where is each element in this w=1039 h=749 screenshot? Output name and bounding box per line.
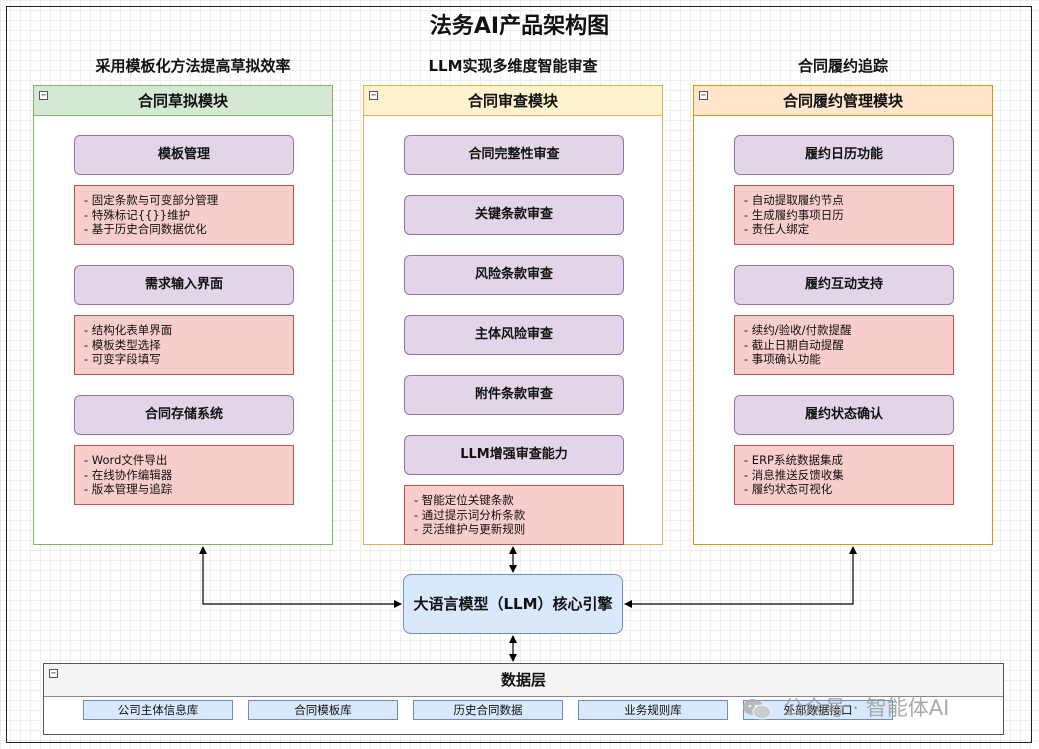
detail-line: - 事项确认功能 — [744, 352, 821, 366]
attachment-review-box[interactable]: 附件条款审查 — [404, 375, 624, 415]
contract-template-db[interactable]: 合同模板库 — [248, 700, 398, 720]
performance-calendar-details[interactable]: - 自动提取履约节点 - 生成履约事项日历 - 责任人绑定 — [734, 185, 954, 245]
key-clause-review-box[interactable]: 关键条款审查 — [404, 195, 624, 235]
detail-line: - 特殊标记{{}}维护 — [84, 207, 191, 222]
draft-module-title: 合同草拟模块 — [137, 92, 228, 110]
draft-module[interactable]: − 合同草拟模块 模板管理 - 固定条款与可变部分管理 - 特殊标记{{}}维护… — [33, 85, 333, 545]
review-module[interactable]: − 合同审查模块 合同完整性审查 关键条款审查 风险条款审查 主体风险审查 附件… — [363, 85, 663, 545]
party-risk-review-box[interactable]: 主体风险审查 — [404, 315, 624, 355]
collapse-icon[interactable]: − — [369, 91, 378, 100]
detail-line: - Word文件导出 — [84, 453, 168, 467]
requirement-input-details[interactable]: - 结构化表单界面 - 模板类型选择 - 可变字段填写 — [74, 315, 294, 375]
template-management-box[interactable]: 模板管理 — [74, 135, 294, 175]
performance-calendar-box[interactable]: 履约日历功能 — [734, 135, 954, 175]
detail-line: - 续约/验收/付款提醒 — [744, 323, 852, 337]
llm-enhanced-details[interactable]: - 智能定位关键条款 - 通过提示词分析条款 - 灵活维护与更新规则 — [404, 485, 624, 545]
data-layer-header[interactable]: − 数据层 — [44, 664, 1003, 697]
detail-line: - 通过提示词分析条款 — [414, 507, 526, 522]
draft-subtitle: 采用模板化方法提高草拟效率 — [95, 57, 291, 75]
detail-line: - 可变字段填写 — [84, 352, 161, 366]
company-entity-db[interactable]: 公司主体信息库 — [83, 700, 233, 720]
template-management-details[interactable]: - 固定条款与可变部分管理 - 特殊标记{{}}维护 - 基于历史合同数据优化 — [74, 185, 294, 245]
llm-core-engine[interactable]: 大语言模型（LLM）核心引擎 — [403, 574, 623, 634]
detail-line: - 版本管理与追踪 — [84, 482, 173, 496]
requirement-input-box[interactable]: 需求输入界面 — [74, 265, 294, 305]
watermark-text: 公众号 · 智能体AI — [782, 696, 950, 720]
detail-line: - 自动提取履约节点 — [744, 193, 844, 207]
detail-line: - 智能定位关键条款 — [414, 493, 514, 507]
business-rules-db[interactable]: 业务规则库 — [578, 700, 728, 720]
performance-module[interactable]: − 合同履约管理模块 履约日历功能 - 自动提取履约节点 - 生成履约事项日历 … — [693, 85, 993, 545]
detail-line: - 责任人绑定 — [744, 222, 810, 236]
detail-line: - ERP系统数据集成 — [744, 453, 843, 467]
data-layer[interactable]: − 数据层 — [43, 663, 1004, 735]
review-subtitle: LLM实现多维度智能审查 — [428, 57, 598, 75]
detail-line: - 结构化表单界面 — [84, 323, 173, 337]
detail-line: - 在线协作编辑器 — [84, 467, 173, 482]
detail-line: - 固定条款与可变部分管理 — [84, 193, 219, 207]
draft-module-header[interactable]: − 合同草拟模块 — [34, 86, 332, 116]
detail-line: - 基于历史合同数据优化 — [84, 222, 207, 236]
wechat-icon — [743, 699, 772, 720]
contract-storage-box[interactable]: 合同存储系统 — [74, 395, 294, 435]
diagram-frame — [6, 6, 1032, 743]
completeness-review-box[interactable]: 合同完整性审查 — [404, 135, 624, 175]
watermark: 公众号 · 智能体AI — [742, 692, 949, 722]
detail-line: - 灵活维护与更新规则 — [414, 522, 526, 536]
diagram-title: 法务AI产品架构图 — [429, 14, 610, 39]
performance-status-details[interactable]: - ERP系统数据集成 - 消息推送反馈收集 - 履约状态可视化 — [734, 445, 954, 505]
risk-clause-review-box[interactable]: 风险条款审查 — [404, 255, 624, 295]
llm-enhanced-review-box[interactable]: LLM增强审查能力 — [404, 435, 624, 475]
performance-module-header[interactable]: − 合同履约管理模块 — [694, 86, 992, 116]
historical-contract-db[interactable]: 历史合同数据 — [413, 700, 563, 720]
detail-line: - 生成履约事项日历 — [744, 207, 844, 222]
detail-line: - 截止日期自动提醒 — [744, 337, 844, 352]
collapse-icon[interactable]: − — [39, 91, 48, 100]
external-data-interface[interactable]: 外部数据接口 — [743, 700, 893, 720]
collapse-icon[interactable]: − — [49, 669, 58, 678]
performance-module-title: 合同履约管理模块 — [782, 92, 903, 110]
collapse-icon[interactable]: − — [699, 91, 708, 100]
detail-line: - 模板类型选择 — [84, 337, 161, 352]
performance-interaction-box[interactable]: 履约互动支持 — [734, 265, 954, 305]
data-layer-title: 数据层 — [500, 671, 546, 689]
review-module-header[interactable]: − 合同审查模块 — [364, 86, 662, 116]
performance-subtitle: 合同履约追踪 — [797, 57, 888, 75]
contract-storage-details[interactable]: - Word文件导出 - 在线协作编辑器 - 版本管理与追踪 — [74, 445, 294, 505]
performance-status-box[interactable]: 履约状态确认 — [734, 395, 954, 435]
review-module-title: 合同审查模块 — [467, 92, 558, 110]
performance-interaction-details[interactable]: - 续约/验收/付款提醒 - 截止日期自动提醒 - 事项确认功能 — [734, 315, 954, 375]
detail-line: - 履约状态可视化 — [744, 482, 833, 496]
detail-line: - 消息推送反馈收集 — [744, 467, 844, 482]
